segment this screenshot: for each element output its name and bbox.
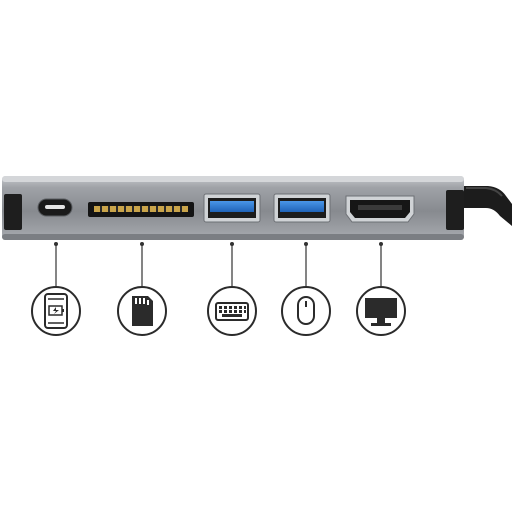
- sd-card-icon: [117, 286, 167, 336]
- hdmi-port: [345, 195, 415, 223]
- usb-c-port: [37, 198, 73, 217]
- usb-c-cable: [462, 186, 512, 226]
- sd-card-slot: [88, 202, 194, 217]
- mouse-icon: [281, 286, 331, 336]
- usb-a-port-1: [203, 193, 261, 223]
- monitor-icon: [356, 286, 406, 336]
- tablet-charging-icon: [31, 286, 81, 336]
- leader-lines: [54, 242, 383, 286]
- keyboard-icon: [207, 286, 257, 336]
- usb-a-port-2: [273, 193, 331, 223]
